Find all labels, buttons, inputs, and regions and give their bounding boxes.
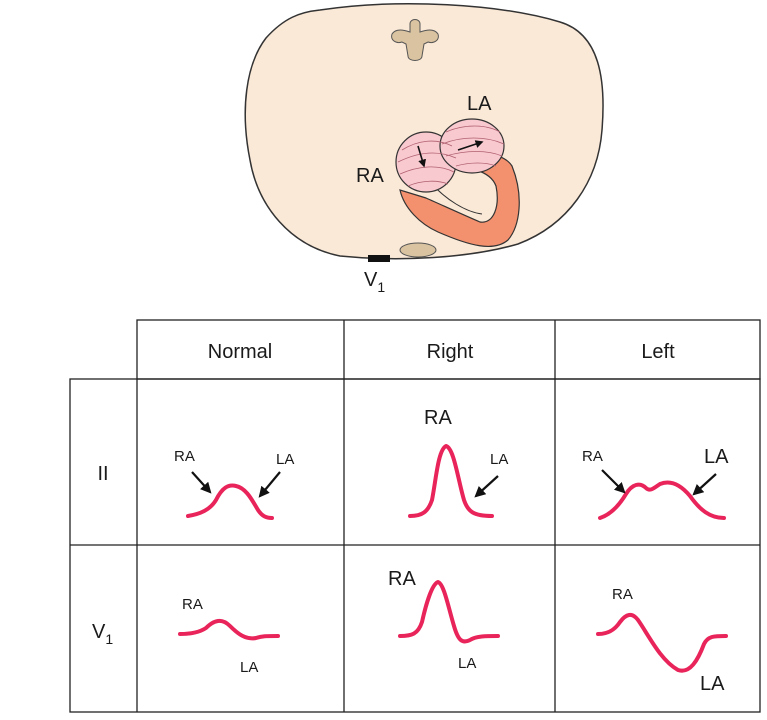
v1-electrode — [368, 255, 390, 262]
spine-vertebra — [391, 19, 439, 61]
wave-v1-right — [398, 580, 500, 644]
p-waves — [178, 444, 728, 673]
row-header-lead-v1: V1 — [92, 621, 113, 647]
row-header-lead-ii: II — [97, 463, 108, 485]
la-depolarization-arrow — [457, 140, 484, 151]
v1-left-la-label: LA — [700, 673, 725, 695]
wave-v1-normal — [178, 619, 280, 641]
left-ventricle — [399, 153, 520, 247]
v1-right-ra-label: RA — [388, 568, 416, 590]
wave-v1-left — [596, 613, 728, 673]
v1-normal-ra-label: RA — [182, 596, 203, 613]
arrow-ii-left-ra — [601, 469, 626, 494]
annotation-arrows — [191, 469, 717, 498]
v1-right-la-label: LA — [458, 655, 476, 672]
ii-right-ra-label: RA — [424, 407, 452, 429]
sternum — [399, 242, 437, 258]
column-header-right: Right — [427, 341, 474, 363]
wave-ii-right — [408, 444, 494, 518]
ii-left-la-label: LA — [704, 446, 729, 468]
ra-depolarization-arrow — [417, 145, 426, 168]
v1-left-ra-label: RA — [612, 586, 633, 603]
ii-right-la-label: LA — [490, 451, 508, 468]
ii-normal-la-label: LA — [276, 451, 294, 468]
atrial-muscle-striations — [397, 125, 505, 187]
wave-ii-left — [598, 480, 726, 520]
arrow-ii-normal-la — [258, 471, 281, 498]
v1-electrode-label: V1 — [364, 269, 385, 295]
la-label: LA — [467, 93, 492, 115]
ii-normal-ra-label: RA — [174, 448, 195, 465]
heart — [395, 118, 520, 247]
chest-cross-section: LA RA V1 — [244, 3, 604, 295]
arrow-ii-normal-ra — [191, 471, 212, 494]
ecg-table — [69, 319, 761, 713]
wave-ii-normal — [186, 483, 274, 520]
v1-normal-la-label: LA — [240, 659, 258, 676]
ra-label: RA — [356, 165, 384, 187]
arrow-ii-left-la — [692, 473, 717, 496]
column-header-normal: Normal — [208, 341, 272, 363]
arrow-ii-right-la — [474, 475, 499, 498]
column-header-left: Left — [641, 341, 675, 363]
ii-left-ra-label: RA — [582, 448, 603, 465]
